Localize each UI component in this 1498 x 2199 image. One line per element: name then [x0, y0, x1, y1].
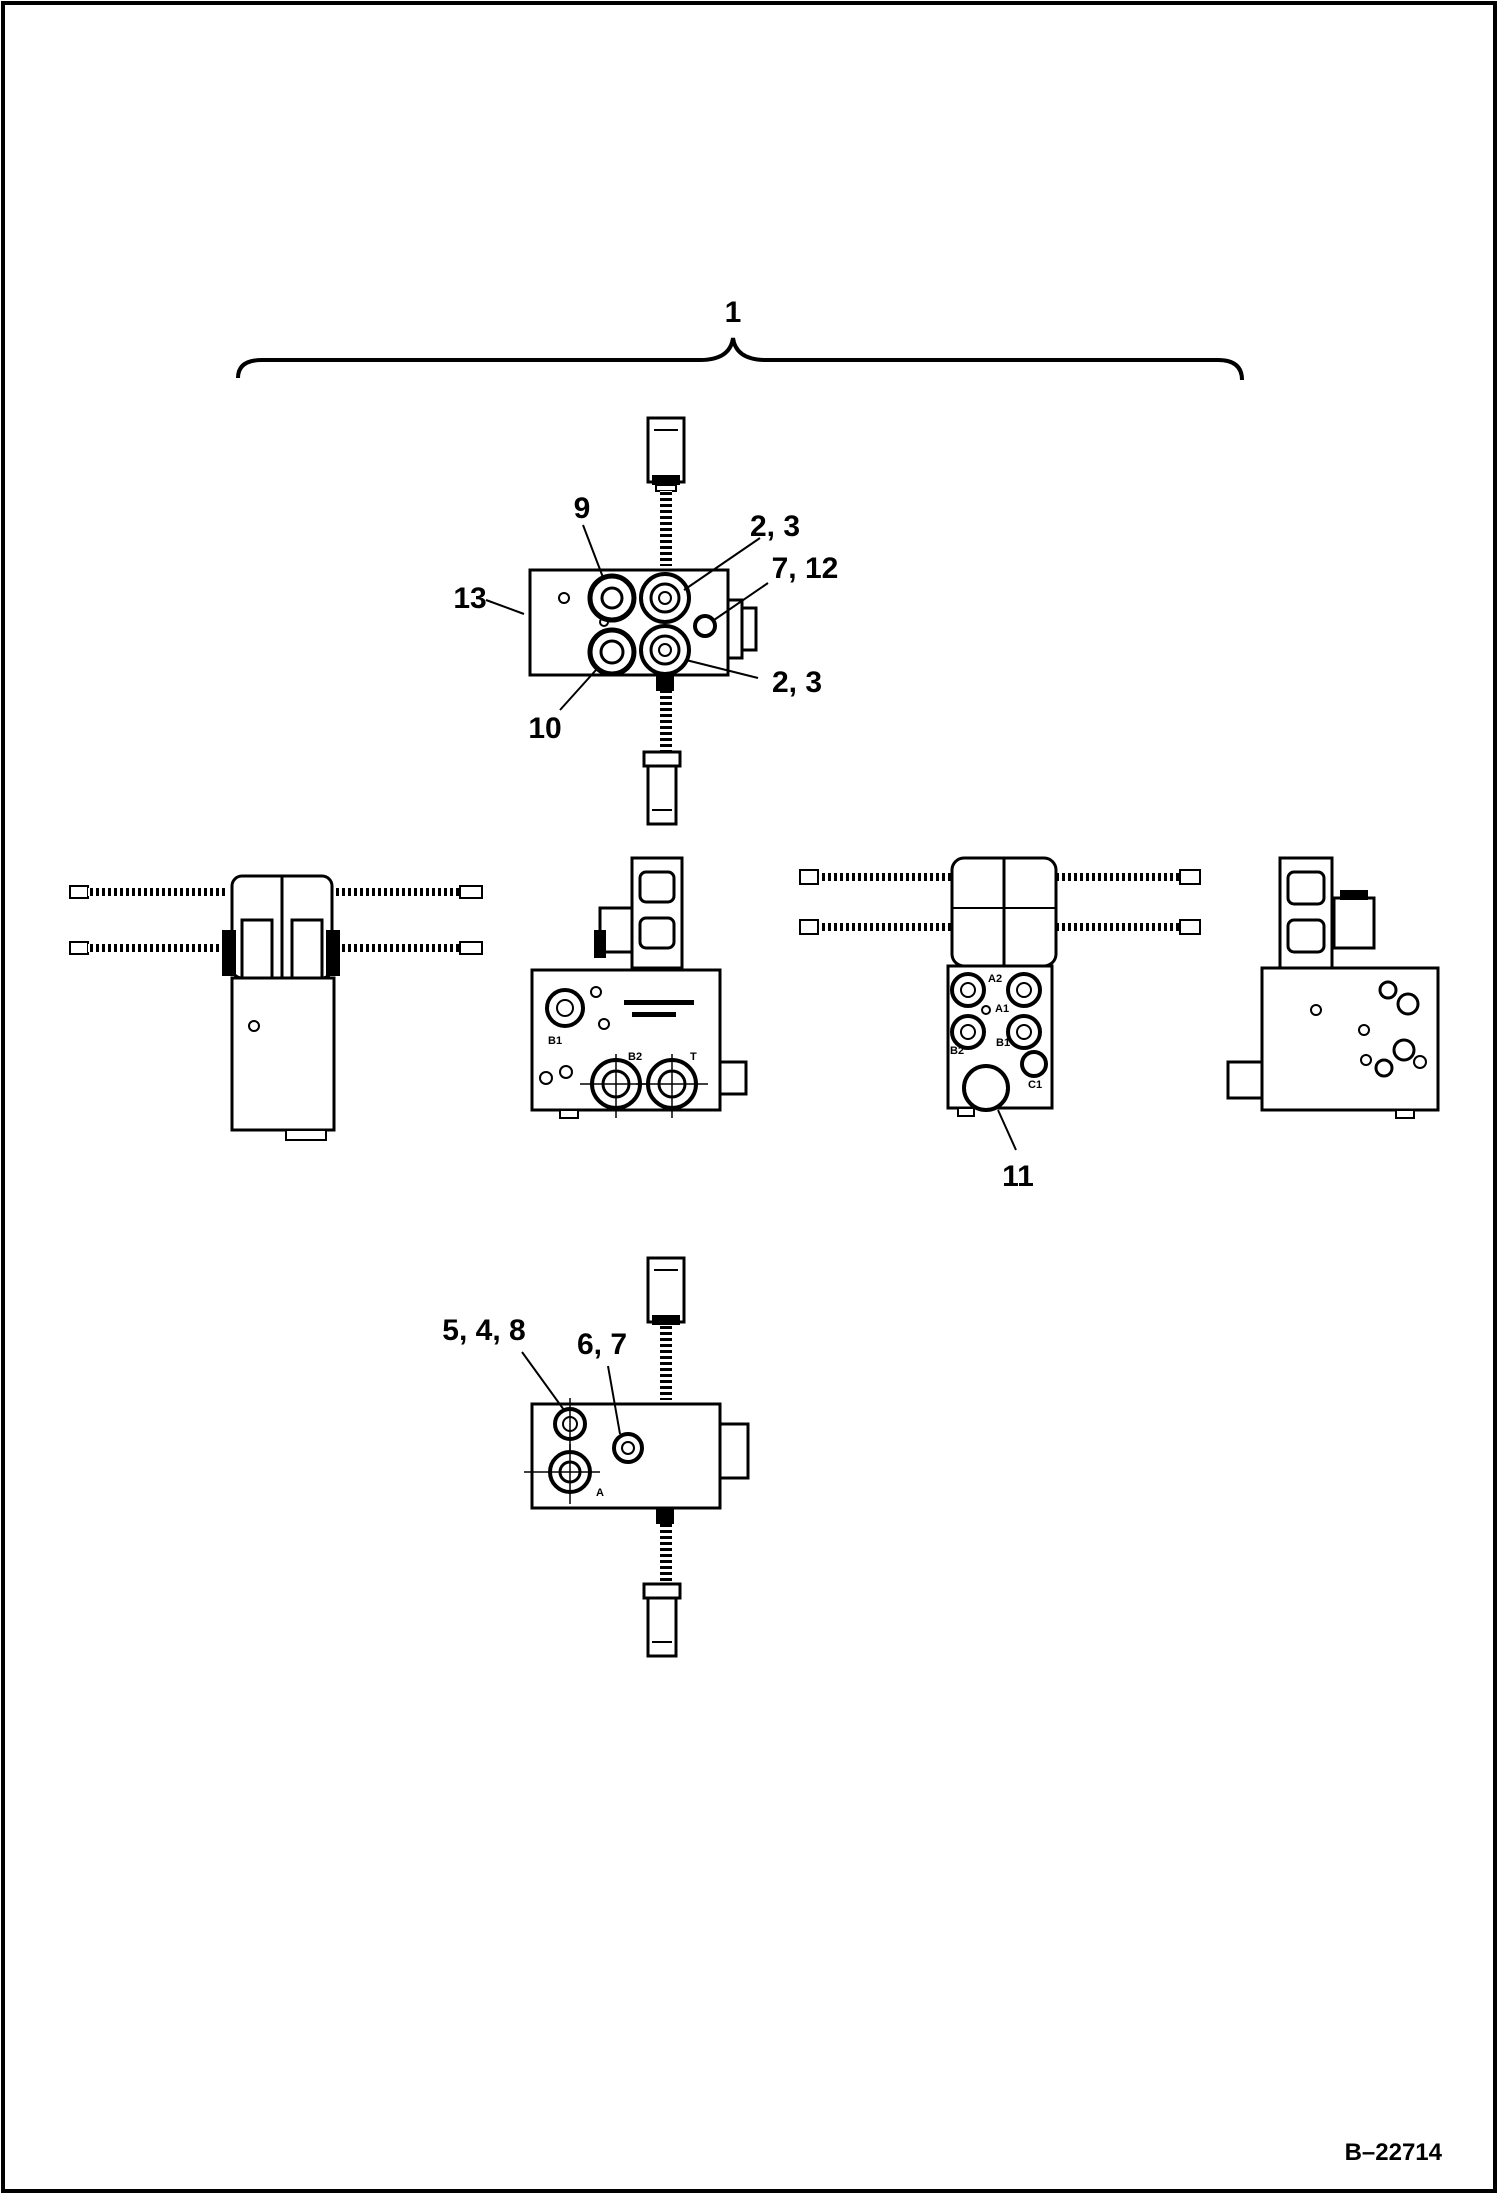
port-label-a: A [596, 1487, 604, 1499]
callout-9: 9 [574, 492, 591, 525]
front-view: B1 B2 T [530, 856, 748, 1119]
callout-13: 13 [453, 582, 486, 615]
callout-11: 11 [1002, 1160, 1034, 1193]
callout-5-4-8: 5, 4, 8 [442, 1314, 525, 1347]
lower-connector [642, 675, 682, 826]
assembly-brace: 1 [236, 296, 1244, 381]
top-view: 9 2, 3 7, 12 13 2, 3 10 [453, 416, 839, 826]
callout-2-3-upper: 2, 3 [750, 510, 800, 543]
stamped-text-marks [624, 1000, 694, 1017]
side-view-left [69, 874, 483, 1141]
port-label-a2: A2 [988, 973, 1002, 985]
callout-10: 10 [528, 712, 561, 745]
port-label-a1: A1 [995, 1003, 1009, 1015]
upper-connector [646, 416, 686, 566]
port-label-b1-rear: B1 [996, 1037, 1010, 1049]
callout-7-12: 7, 12 [772, 552, 839, 585]
rear-view: A2 A1 B2 B1 C1 11 [799, 856, 1201, 1193]
callout-6-7: 6, 7 [577, 1328, 627, 1361]
port-label-t: T [690, 1051, 697, 1063]
side-view-right [1226, 856, 1440, 1119]
figure-reference: B–22714 [1345, 2139, 1443, 2166]
port-label-b1: B1 [548, 1035, 562, 1047]
callout-1: 1 [725, 296, 742, 329]
callout-2-3-lower: 2, 3 [772, 666, 822, 699]
bottom-view: A 5, 4, 8 6, 7 [442, 1256, 750, 1658]
port-label-b2-rear: B2 [950, 1045, 964, 1057]
port-label-c1: C1 [1028, 1079, 1042, 1091]
port-label-b2: B2 [628, 1051, 642, 1063]
